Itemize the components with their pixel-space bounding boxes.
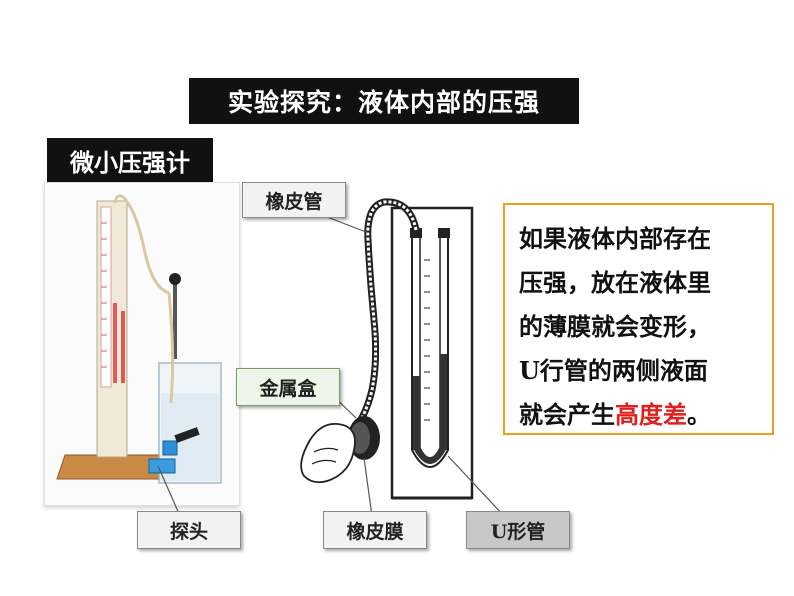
info-line-5-prefix: 就会产生 — [519, 400, 615, 429]
info-line-5: 就会产生高度差。 — [519, 393, 758, 437]
page-title: 实验探究：液体内部的压强 — [189, 78, 579, 124]
apparatus-photo — [44, 182, 240, 506]
info-line-2: 压强，放在液体里 — [519, 268, 711, 297]
label-rubber-film: 橡皮膜 — [323, 511, 427, 549]
info-line-1: 如果液体内部存在 — [519, 224, 711, 253]
label-probe: 探头 — [137, 511, 241, 549]
explanation-box: 如果液体内部存在 压强，放在液体里 的薄膜就会变形， U行管的两侧液面 就会产生… — [503, 203, 774, 435]
height-difference-highlight: 高度差 — [615, 400, 687, 429]
info-line-5-suffix: 。 — [687, 400, 711, 429]
label-metal-box: 金属盒 — [236, 368, 340, 406]
manometer-diagram — [280, 180, 500, 510]
info-line-3: 的薄膜就会变形， — [519, 312, 711, 341]
label-u-tube: U形管 — [466, 511, 570, 549]
label-rubber-tube: 橡皮管 — [242, 182, 346, 218]
info-line-4: U行管的两侧液面 — [519, 356, 708, 385]
section-subtitle: 微小压强计 — [47, 138, 213, 182]
